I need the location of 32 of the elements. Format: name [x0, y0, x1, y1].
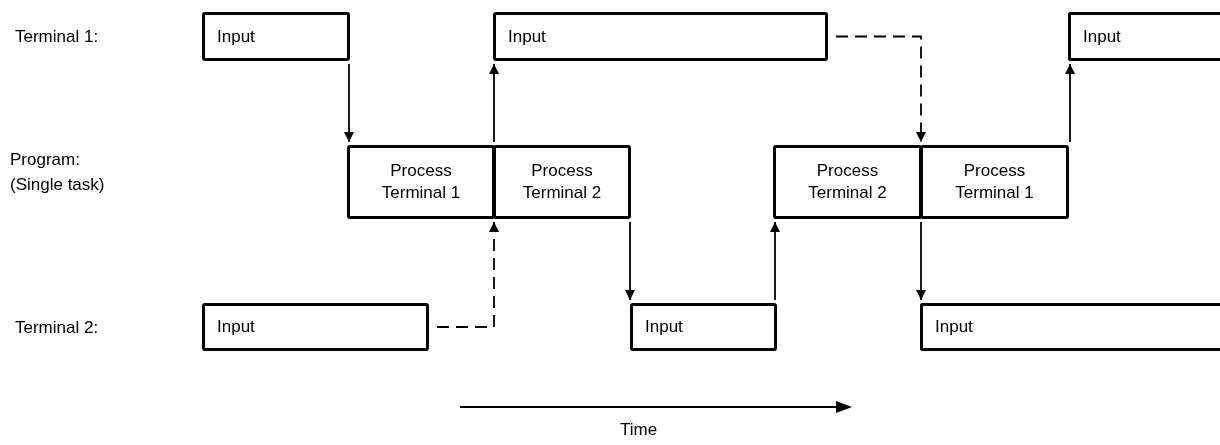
arrow [770, 221, 780, 301]
input-box [493, 12, 828, 61]
process-label: Process Terminal 2 [521, 159, 603, 204]
process-box [493, 145, 631, 219]
input-box [630, 303, 777, 351]
arrow [344, 63, 354, 143]
row-label: Program: (Single task) [10, 149, 106, 196]
input-box [202, 303, 429, 351]
input-label: Input [217, 316, 255, 339]
input-label: Input [1083, 25, 1121, 48]
input-label: Input [645, 316, 683, 339]
input-box [920, 303, 1220, 351]
arrow [436, 221, 499, 328]
arrow [489, 63, 499, 143]
row-label: Terminal 1: [15, 26, 99, 48]
process-label: Process Terminal 1 [954, 159, 1035, 204]
input-label: Input [217, 25, 255, 48]
process-label: Process Terminal 1 [380, 159, 462, 204]
process-box [347, 145, 495, 219]
input-box [202, 12, 350, 61]
process-label: Process Terminal 2 [807, 159, 888, 204]
arrow [1065, 63, 1075, 143]
process-box [920, 145, 1069, 219]
input-label: Input [508, 25, 546, 48]
axis-label: Time [620, 419, 658, 441]
arrow [625, 221, 635, 301]
input-box [1068, 12, 1220, 61]
process-box [773, 145, 922, 219]
arrow [916, 221, 926, 301]
input-label: Input [935, 316, 973, 339]
row-label: Terminal 2: [15, 317, 99, 339]
arrow [835, 35, 926, 143]
